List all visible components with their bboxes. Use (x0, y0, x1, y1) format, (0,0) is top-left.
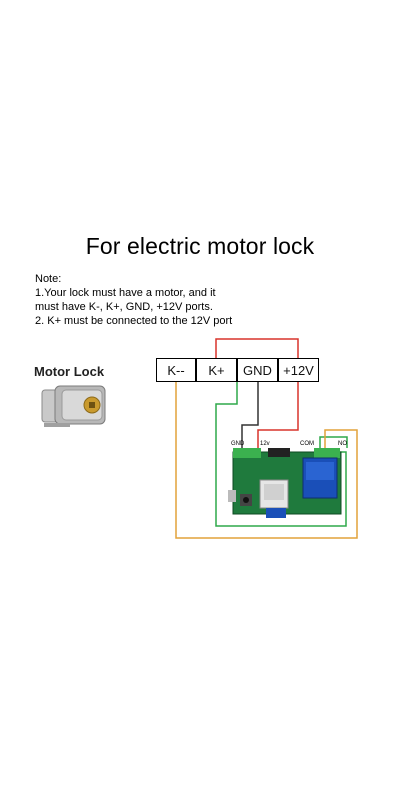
motor-lock-image (41, 385, 106, 427)
terminal-k-plus: K+ (196, 358, 237, 382)
note-block: Note: 1.Your lock must have a motor, and… (35, 272, 232, 328)
motor-lock-label: Motor Lock (34, 364, 105, 379)
terminal-k-minus: K-- (156, 358, 196, 382)
red-wires (215, 338, 299, 448)
black-wire (241, 382, 259, 448)
relay-board (228, 448, 342, 518)
page-title: For electric motor lock (85, 233, 315, 259)
board-label-12v: 12v (260, 441, 270, 447)
note-line-1: 1.Your lock must have a motor, and it (35, 287, 216, 299)
board-label-no: NO (338, 441, 347, 447)
note-heading: Note: (35, 273, 62, 285)
orange-wires (175, 382, 358, 539)
terminal-gnd: GND (237, 358, 278, 382)
board-label-gnd: GND (231, 441, 245, 447)
note-line-2: must have K-, K+, GND, +12V ports. (35, 301, 213, 313)
note-line-3: 2. K+ must be connected to the 12V port (35, 315, 233, 327)
terminal-plus-12v: +12V (278, 358, 319, 382)
board-label-com: COM (300, 441, 314, 447)
